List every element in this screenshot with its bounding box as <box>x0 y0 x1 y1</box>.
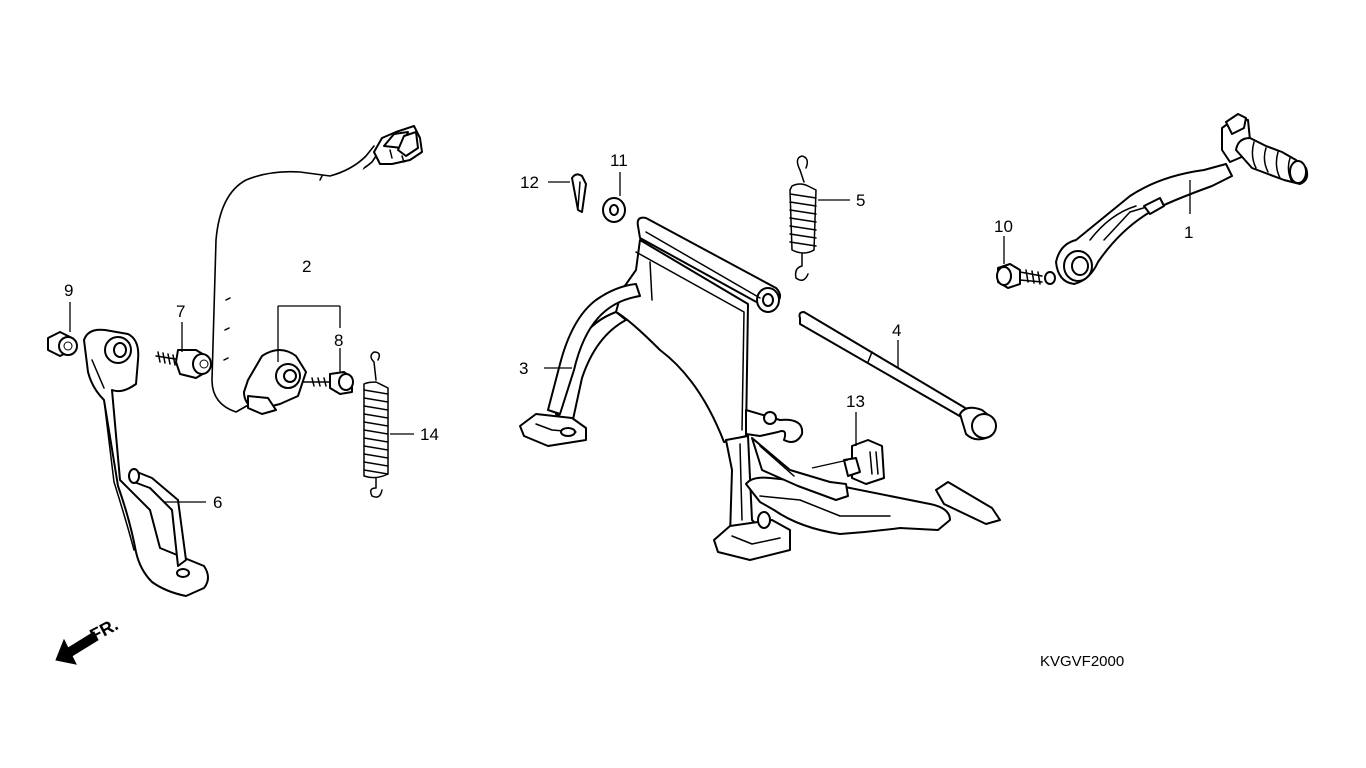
callout-1: 1 <box>1184 223 1193 242</box>
callout-7: 7 <box>176 302 185 321</box>
part-7-bolt[interactable] <box>155 349 212 379</box>
part-3-main-stand[interactable] <box>519 216 1001 561</box>
callout-9: 9 <box>64 281 73 300</box>
callout-2: 2 <box>302 257 311 276</box>
part-8-screw[interactable] <box>329 371 354 395</box>
callout-6: 6 <box>213 493 222 512</box>
part-4-pivot-shaft[interactable] <box>798 311 997 441</box>
part-9-nut[interactable] <box>47 331 78 357</box>
front-arrow-icon <box>55 631 99 665</box>
part-2-stop-switch[interactable] <box>211 125 423 415</box>
callout-14: 14 <box>420 425 439 444</box>
front-direction-marker: FR. <box>55 614 121 665</box>
callout-5: 5 <box>856 191 865 210</box>
part-1-kick-arm[interactable] <box>1055 113 1309 285</box>
part-11-washer[interactable] <box>602 197 626 223</box>
callout-13: 13 <box>846 392 865 411</box>
callout-4: 4 <box>892 321 901 340</box>
callout-8: 8 <box>334 331 343 350</box>
callout-3: 3 <box>519 359 528 378</box>
part-6-brake-pedal[interactable] <box>83 328 209 597</box>
callout-12: 12 <box>520 173 539 192</box>
part-5-spring[interactable] <box>789 155 817 281</box>
callout-labels: 1 2 3 4 5 6 7 8 9 10 11 12 13 14 <box>64 151 1193 512</box>
part-14-spring[interactable] <box>363 351 389 498</box>
callout-10: 10 <box>994 217 1013 236</box>
part-12-cotter-pin[interactable] <box>571 173 587 213</box>
diagram-code: KVGVF2000 <box>1040 653 1124 670</box>
part-13-stopper[interactable] <box>843 439 885 485</box>
part-10-bolt[interactable] <box>996 263 1056 289</box>
leader-lines <box>69 172 1191 503</box>
callout-11: 11 <box>610 151 628 170</box>
